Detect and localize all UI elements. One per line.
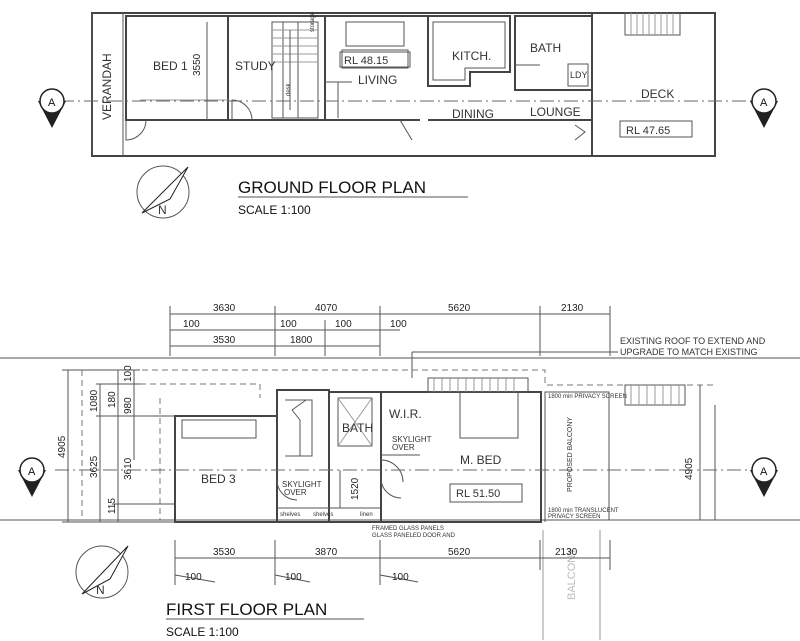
first-dim-left-100: 100 <box>123 365 134 382</box>
first-dim-stair-1520: 1520 <box>350 477 361 500</box>
first-label-mbed: M. BED <box>460 453 502 467</box>
first-dim-left-180: 180 <box>107 391 118 408</box>
first-dim-top-outer-3: 5620 <box>448 303 471 314</box>
first-note-privacy-bottom-1: 1800 min TRANSLUCENT <box>548 508 619 514</box>
first-section-label-left: A <box>28 466 36 478</box>
first-dim-bottom-3: 5620 <box>448 547 471 558</box>
first-dim-top-outer-2: 4070 <box>315 303 338 314</box>
ground-label-bed1: BED 1 <box>153 59 188 73</box>
first-dim-left-980: 980 <box>123 397 134 414</box>
ground-stair-note-desk: desk <box>286 82 292 96</box>
first-label-proposed-balcony: PROPOSED BALCONY <box>567 417 574 492</box>
first-dim-top-inner-3: 100 <box>335 319 352 330</box>
first-dim-top-mid-2: 1800 <box>290 335 313 346</box>
first-dim-bottom-small-2: 100 <box>285 572 302 583</box>
first-note-roof-line1: EXISTING ROOF TO EXTEND AND <box>620 336 766 346</box>
first-note-roof-line2: UPGRADE TO MATCH EXISTING <box>620 347 758 357</box>
first-dim-right-4905: 4905 <box>684 457 695 480</box>
first-skylight-1: SKYLIGHT <box>282 480 322 489</box>
first-section-marker-left: A <box>18 457 46 497</box>
first-dim-top-inner-4: 100 <box>390 319 407 330</box>
first-dim-left-4905: 4905 <box>57 435 68 458</box>
first-dim-top-inner-1: 100 <box>183 319 200 330</box>
ground-level-living: RL 48.15 <box>344 55 388 67</box>
ground-floor-plan: 3550 VERANDAH <box>38 11 778 219</box>
first-linen: linen <box>360 512 373 518</box>
ground-label-bath: BATH <box>530 41 561 55</box>
first-note-door-2: GLASS PANELED DOOR AND <box>372 533 456 539</box>
first-note-door-1: FRAMED GLASS PANELS <box>372 526 444 532</box>
ground-label-living: LIVING <box>358 73 397 87</box>
first-skylight-2: SKYLIGHT <box>392 435 432 444</box>
first-section-marker-right: A <box>750 457 778 497</box>
first-dim-left-115: 115 <box>107 498 118 514</box>
first-dim-left-1080: 1080 <box>89 389 100 412</box>
first-floor-plan: 3630 4070 5620 2130 100 100 100 100 3530… <box>0 303 800 640</box>
first-shelves-1: shelves <box>280 512 300 518</box>
first-section-label-right: A <box>760 466 768 478</box>
ground-section-label-left: A <box>48 97 56 109</box>
ground-label-deck: DECK <box>641 87 674 101</box>
first-label-bath: BATH <box>342 421 373 435</box>
first-shelves-2: shelves <box>313 512 333 518</box>
first-north-arrow-icon: N <box>75 545 129 599</box>
first-note-privacy-top: 1800 min PRIVACY SCREEN <box>548 394 627 400</box>
ground-label-kitchen: KITCH. <box>452 49 491 63</box>
ground-label-study: STUDY <box>235 59 276 73</box>
first-dim-top-outer-1: 3630 <box>213 303 236 314</box>
ground-floor-scale: SCALE 1:100 <box>238 203 311 217</box>
first-note-privacy-bottom-2: PRIVACY SCREEN <box>548 514 600 520</box>
first-dim-bottom-1: 3530 <box>213 547 236 558</box>
first-label-balcony: BALCONY <box>566 547 578 600</box>
first-label-bed3: BED 3 <box>201 472 236 486</box>
first-dim-left-3625: 3625 <box>89 455 100 478</box>
first-dim-bottom-small-3: 100 <box>392 572 409 583</box>
first-dim-left-3610: 3610 <box>123 457 134 480</box>
ground-floor-title: GROUND FLOOR PLAN <box>238 178 426 197</box>
first-north-label: N <box>96 583 105 597</box>
first-dim-top-outer-4: 2130 <box>561 303 584 314</box>
ground-north-label: N <box>158 203 167 217</box>
first-dim-top-inner-2: 100 <box>280 319 297 330</box>
ground-label-dining: DINING <box>452 107 494 121</box>
ground-label-verandah: VERANDAH <box>100 53 114 120</box>
first-dim-bottom-small-1: 100 <box>185 572 202 583</box>
ground-stair-note-storage: storage <box>310 11 316 32</box>
first-dim-bottom-4: 2130 <box>555 547 578 558</box>
ground-north-arrow-icon: N <box>136 165 190 219</box>
first-dim-top-mid-1: 3530 <box>213 335 236 346</box>
first-floor-title: FIRST FLOOR PLAN <box>166 600 327 619</box>
ground-dim-3550: 3550 <box>192 53 203 76</box>
first-skylight-over-2: OVER <box>392 443 415 452</box>
first-label-wir: W.I.R. <box>389 407 422 421</box>
ground-section-label-right: A <box>760 97 768 109</box>
ground-level-deck: RL 47.65 <box>626 125 670 137</box>
first-dim-bottom-2: 3870 <box>315 547 338 558</box>
first-floor-scale: SCALE 1:100 <box>166 625 239 639</box>
ground-section-marker-right: A <box>750 88 778 128</box>
ground-section-marker-left: A <box>38 88 66 128</box>
first-level: RL 51.50 <box>456 488 500 500</box>
first-skylight-over-1: OVER <box>284 488 307 497</box>
ground-label-lounge: LOUNGE <box>530 105 581 119</box>
ground-label-laundry: LDY <box>570 70 588 80</box>
